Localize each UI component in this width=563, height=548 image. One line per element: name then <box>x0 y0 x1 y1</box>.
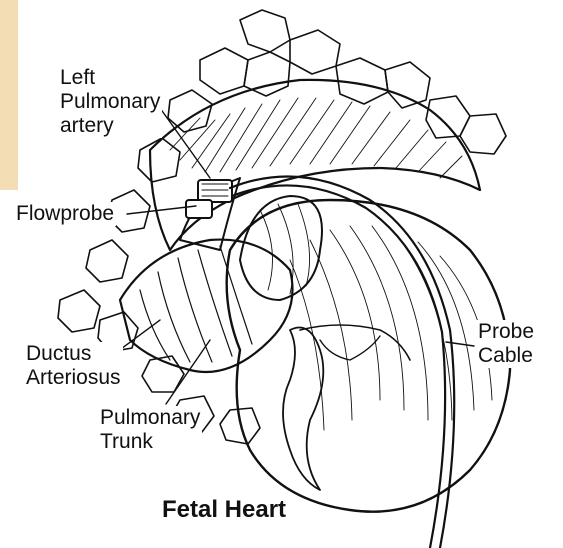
pulmonary-trunk-shape <box>120 240 293 372</box>
label-flowprobe: Flowprobe <box>14 202 116 226</box>
ventricle-folds <box>283 328 323 491</box>
upper-tissue-mass <box>150 80 480 250</box>
leader-probe-cable <box>446 342 474 346</box>
label-pulmonary-trunk: Pulmonary Trunk <box>98 406 202 454</box>
label-ductus-arteriosus: Ductus Arteriosus <box>24 342 123 390</box>
label-probe-cable: Probe Cable <box>476 320 536 368</box>
label-left-pulmonary-artery: Left Pulmonary artery <box>58 66 162 138</box>
tissue-hatching <box>170 98 462 178</box>
probe-cable <box>230 176 454 548</box>
heart-outline <box>227 200 510 512</box>
figure-caption: Fetal Heart <box>162 496 286 524</box>
heart-striations <box>290 226 492 430</box>
trunk-rings <box>140 246 252 362</box>
flowprobe-device <box>186 180 232 218</box>
